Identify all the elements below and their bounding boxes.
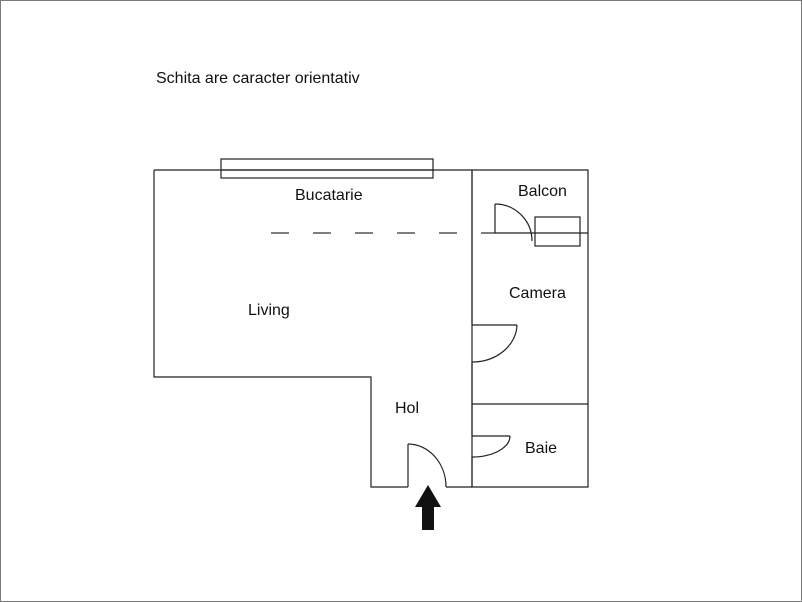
room-label-bucatarie: Bucatarie bbox=[295, 187, 363, 204]
baie-door-swing bbox=[471, 435, 511, 458]
camera-door-swing bbox=[471, 324, 518, 363]
room-label-baie: Baie bbox=[525, 440, 557, 457]
apartment-outer-wall bbox=[153, 169, 472, 488]
balcony-door-swing bbox=[494, 203, 533, 242]
entrance-arrow-icon bbox=[415, 485, 441, 530]
disclaimer-note: Schita are caracter orientativ bbox=[156, 70, 360, 87]
room-label-hol: Hol bbox=[395, 400, 419, 417]
room-label-balcon: Balcon bbox=[518, 183, 567, 200]
balcony-window bbox=[534, 216, 581, 247]
room-label-camera: Camera bbox=[509, 285, 566, 302]
room-label-living: Living bbox=[248, 302, 290, 319]
entrance-door-swing bbox=[407, 443, 447, 488]
kitchen-window bbox=[220, 158, 434, 179]
